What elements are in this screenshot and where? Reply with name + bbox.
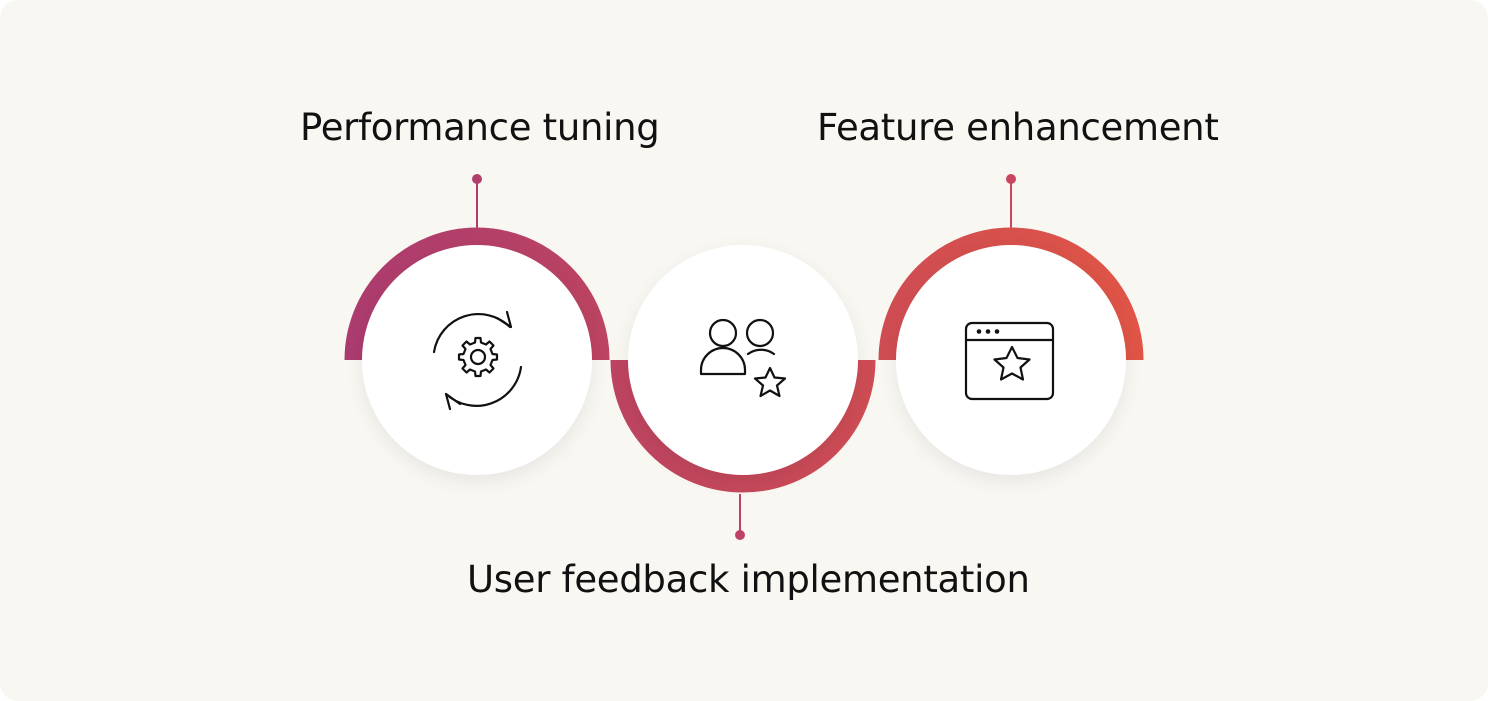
label-feature-enhancement: Feature enhancement bbox=[817, 106, 1219, 149]
arc-performance bbox=[344, 227, 610, 361]
label-performance-tuning: Performance tuning bbox=[300, 106, 660, 149]
circle-performance bbox=[362, 245, 592, 475]
label-user-feedback-implementation: User feedback implementation bbox=[467, 558, 1030, 601]
users-star-icon bbox=[699, 318, 787, 398]
browser-star-icon bbox=[964, 321, 1055, 401]
browser-dots bbox=[976, 329, 1000, 334]
gear-refresh-icon bbox=[432, 310, 523, 411]
circle-feature bbox=[896, 245, 1126, 475]
arc-feature bbox=[878, 227, 1144, 361]
arc-user-feedback bbox=[610, 359, 876, 493]
connector-feature bbox=[1006, 174, 1016, 228]
connector-user-feedback bbox=[735, 494, 745, 540]
connector-performance bbox=[472, 174, 482, 228]
